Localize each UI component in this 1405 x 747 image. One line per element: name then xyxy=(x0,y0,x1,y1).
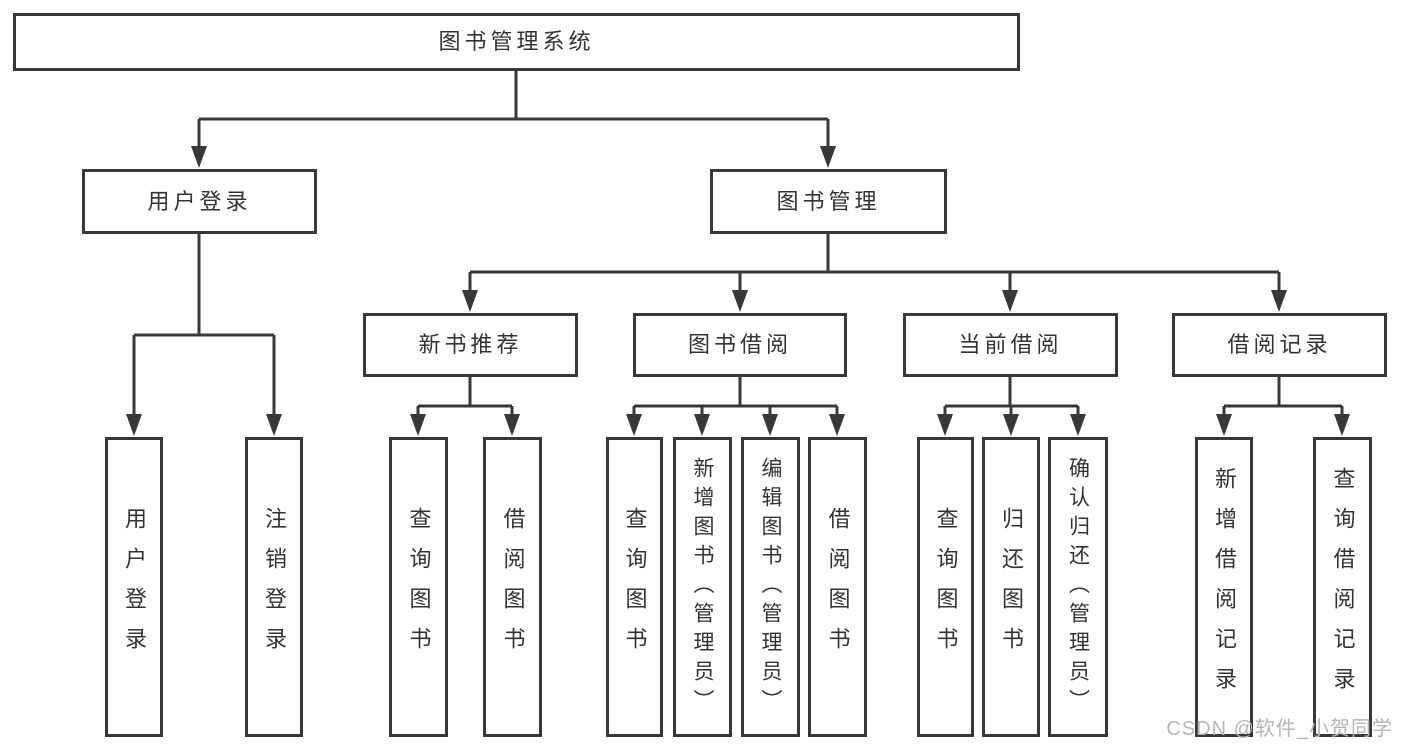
node-confirm-return-admin: 确认归还（管理员） xyxy=(1048,437,1108,737)
node-book-borrowing: 图书借阅 xyxy=(633,313,847,377)
node-logout: 注销登录 xyxy=(245,437,303,737)
node-query-books-recommend: 查询图书 xyxy=(389,437,448,737)
node-borrow-books-leaf: 借阅图书 xyxy=(808,437,867,737)
node-return-books: 归还图书 xyxy=(982,437,1040,737)
node-query-borrow-record: 查询借阅记录 xyxy=(1313,437,1372,737)
node-query-books-borrowing: 查询图书 xyxy=(606,437,663,737)
node-user-login: 用户登录 xyxy=(82,169,317,234)
node-borrow-books-recommend: 借阅图书 xyxy=(483,437,542,737)
node-add-books-admin: 新增图书（管理员） xyxy=(673,437,732,737)
node-borrowing-records: 借阅记录 xyxy=(1172,313,1387,377)
node-add-borrow-record: 新增借阅记录 xyxy=(1195,437,1253,737)
node-user-login-leaf: 用户登录 xyxy=(105,437,163,737)
watermark: CSDN @软件_小贺同学 xyxy=(1166,718,1393,740)
node-book-management: 图书管理 xyxy=(710,169,947,234)
node-edit-books-admin: 编辑图书（管理员） xyxy=(741,437,800,737)
node-new-book-recommendation: 新书推荐 xyxy=(363,313,578,377)
node-query-books-current: 查询图书 xyxy=(917,437,974,737)
node-current-borrowing: 当前借阅 xyxy=(903,313,1118,377)
node-library-management-system: 图书管理系统 xyxy=(13,13,1020,71)
